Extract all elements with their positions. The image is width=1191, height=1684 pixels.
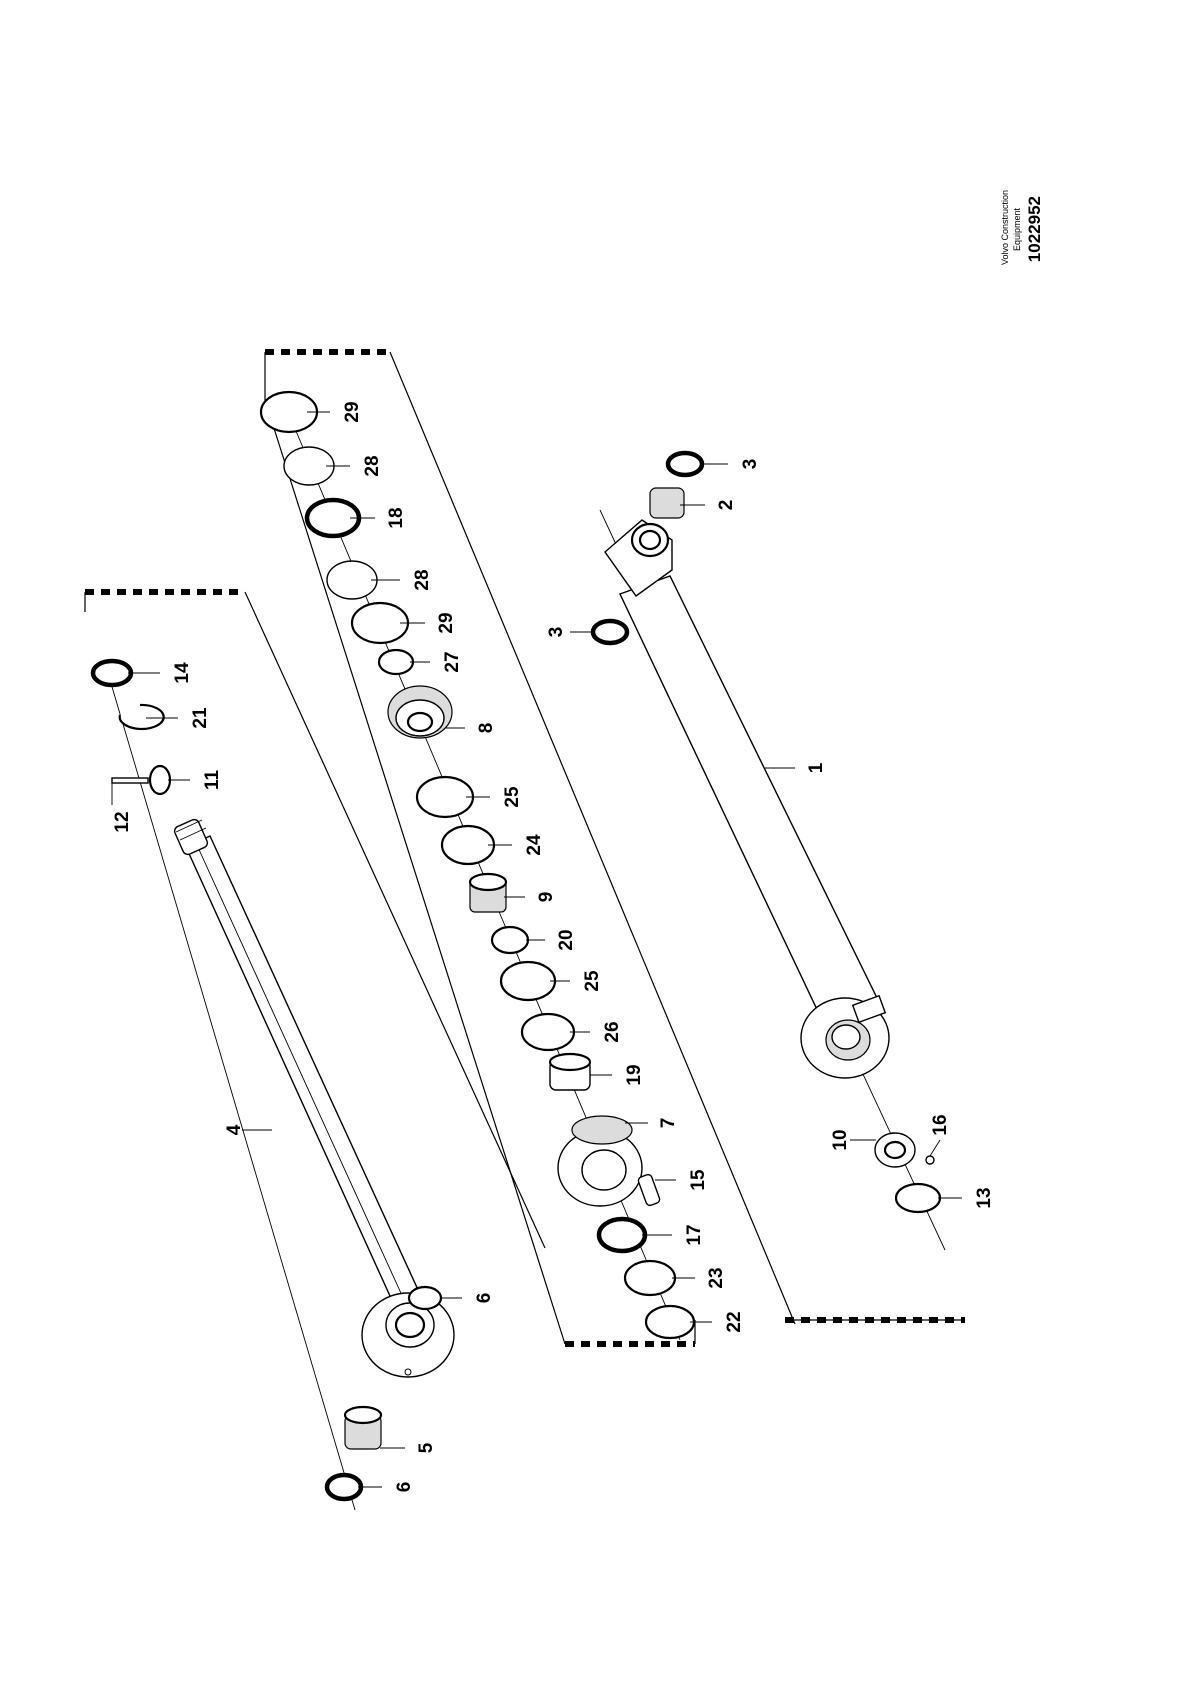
- callout-11: 11: [202, 770, 223, 791]
- callout-16: 16: [930, 1114, 951, 1135]
- frame-seal-kit: [264, 349, 796, 1347]
- ring-26: [520, 1012, 576, 1052]
- brand-line-1: Volvo Construction: [1000, 190, 1010, 265]
- callout-17: 17: [684, 1224, 705, 1245]
- callout-26: 26: [602, 1021, 623, 1042]
- cylinder-tube: [619, 575, 879, 1021]
- callout-23: 23: [706, 1267, 727, 1288]
- ring-24: [440, 824, 496, 866]
- ring-22: [644, 1304, 696, 1340]
- leader-lines: [111, 411, 962, 1488]
- callout-2: 2: [716, 500, 737, 511]
- ring-20: [490, 925, 530, 955]
- callout-7: 7: [658, 1118, 679, 1129]
- wear-ring-28-lower: [326, 560, 378, 600]
- ring-3-right: [665, 450, 705, 478]
- callout-3-left: 3: [546, 627, 567, 638]
- callout-28-top: 28: [362, 455, 383, 476]
- callout-9: 9: [536, 892, 557, 903]
- callout-27: 27: [442, 651, 463, 672]
- ring-23: [623, 1259, 677, 1297]
- callout-1: 1: [806, 762, 827, 773]
- callout-15: 15: [688, 1169, 709, 1191]
- callout-13: 13: [974, 1187, 995, 1208]
- callout-10: 10: [830, 1129, 851, 1150]
- callout-12: 12: [112, 811, 133, 832]
- bushing-2: [649, 487, 685, 519]
- document-number: 1022952: [1025, 196, 1044, 262]
- ring-3-left: [590, 618, 630, 646]
- callout-25-upper: 25: [502, 786, 523, 808]
- piston-seal-group: [259, 390, 696, 1341]
- callout-21: 21: [190, 707, 211, 729]
- ring-29-lower: [350, 601, 410, 645]
- callout-4: 4: [224, 1124, 245, 1135]
- brand-block: Volvo Construction Equipment 1022952: [1000, 190, 1044, 265]
- callout-29-top: 29: [342, 401, 363, 422]
- callouts: 29 28 18 28 29 27 8 25 24 9 20 25 26 19 …: [112, 401, 995, 1492]
- piston-rod-group: [90, 658, 455, 1511]
- snap-ring-21: [118, 703, 165, 731]
- callout-22: 22: [724, 1311, 745, 1332]
- ring-6-upper: [407, 1285, 443, 1311]
- callout-3-right: 3: [740, 459, 761, 470]
- callout-29-lower: 29: [436, 612, 457, 633]
- callout-6-lower: 6: [394, 1482, 415, 1493]
- screw-16: [925, 1155, 935, 1165]
- callout-20: 20: [556, 929, 577, 950]
- ring-27: [377, 648, 415, 676]
- washer-13: [894, 1182, 942, 1214]
- callout-8: 8: [476, 723, 497, 734]
- ring-25-lower: [499, 960, 557, 1002]
- seal-17: [596, 1216, 648, 1254]
- ring-11: [148, 764, 172, 796]
- callout-5: 5: [416, 1442, 437, 1453]
- callout-25-lower: 25: [582, 970, 603, 992]
- callout-19: 19: [624, 1064, 645, 1085]
- bolt-15: [637, 1173, 661, 1207]
- seal-14: [90, 658, 134, 688]
- brand-line-2: Equipment: [1012, 208, 1022, 252]
- callout-6-upper: 6: [474, 1293, 495, 1304]
- pin-12: [111, 777, 149, 784]
- frame-piston-rod: [84, 589, 546, 1249]
- callout-24: 24: [524, 834, 545, 856]
- ring-25-upper: [415, 775, 475, 819]
- callout-18: 18: [386, 507, 407, 528]
- ring-6-lower: [324, 1472, 364, 1502]
- callout-14: 14: [172, 662, 193, 684]
- callout-28-lower: 28: [412, 569, 433, 590]
- cylinder-barrel-group: [590, 450, 946, 1251]
